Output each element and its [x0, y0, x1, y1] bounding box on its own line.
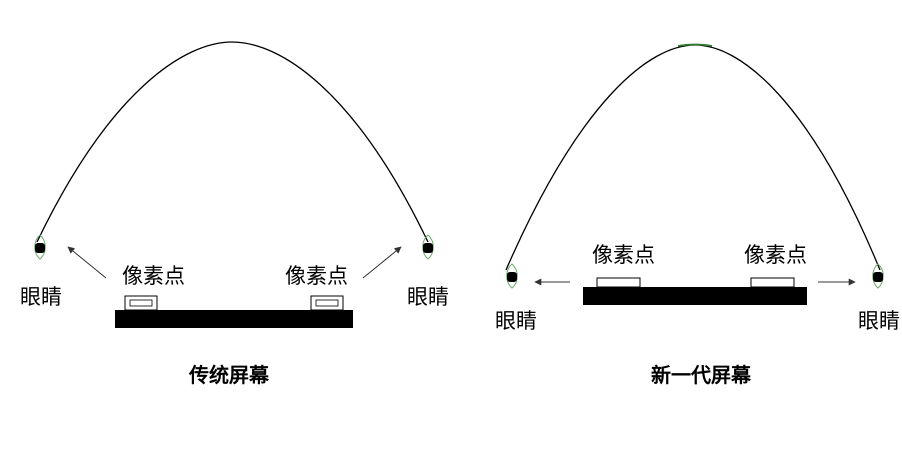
pixel-label-right: 像素点 — [285, 264, 348, 288]
eye-icon — [422, 234, 434, 260]
eye-icon — [34, 234, 46, 260]
pixel-label-right: 像素点 — [744, 243, 807, 267]
pixel-label-left: 像素点 — [122, 264, 185, 288]
pixel-cell-left — [596, 277, 641, 288]
screen-bar — [583, 287, 807, 305]
eye-label-left: 眼睛 — [495, 309, 537, 333]
pixel-label-left: 像素点 — [592, 243, 655, 267]
curve-peak-tint — [677, 43, 713, 47]
pixel-cell-left — [124, 295, 158, 311]
viewing-angle-curve — [36, 41, 429, 243]
pixel-cell-right — [750, 277, 795, 288]
panel-traditional: 眼睛 眼睛 像素点 像素点 传统屏幕 — [20, 41, 449, 387]
screen-bar — [115, 310, 353, 328]
panel-title: 新一代屏幕 — [651, 363, 752, 387]
panel-title: 传统屏幕 — [188, 363, 270, 387]
panel-new-gen: 眼睛 眼睛 像素点 像素点 新一代屏幕 — [495, 43, 900, 387]
arrow-icon — [362, 246, 402, 279]
pixel-cell-right — [310, 295, 344, 311]
eye-icon — [506, 263, 518, 289]
eye-label-right: 眼睛 — [407, 285, 449, 309]
eye-label-right: 眼睛 — [858, 309, 900, 333]
eye-icon — [872, 263, 884, 289]
viewing-angle-curve — [505, 44, 881, 271]
arrow-icon — [67, 246, 107, 279]
eye-label-left: 眼睛 — [20, 285, 62, 309]
